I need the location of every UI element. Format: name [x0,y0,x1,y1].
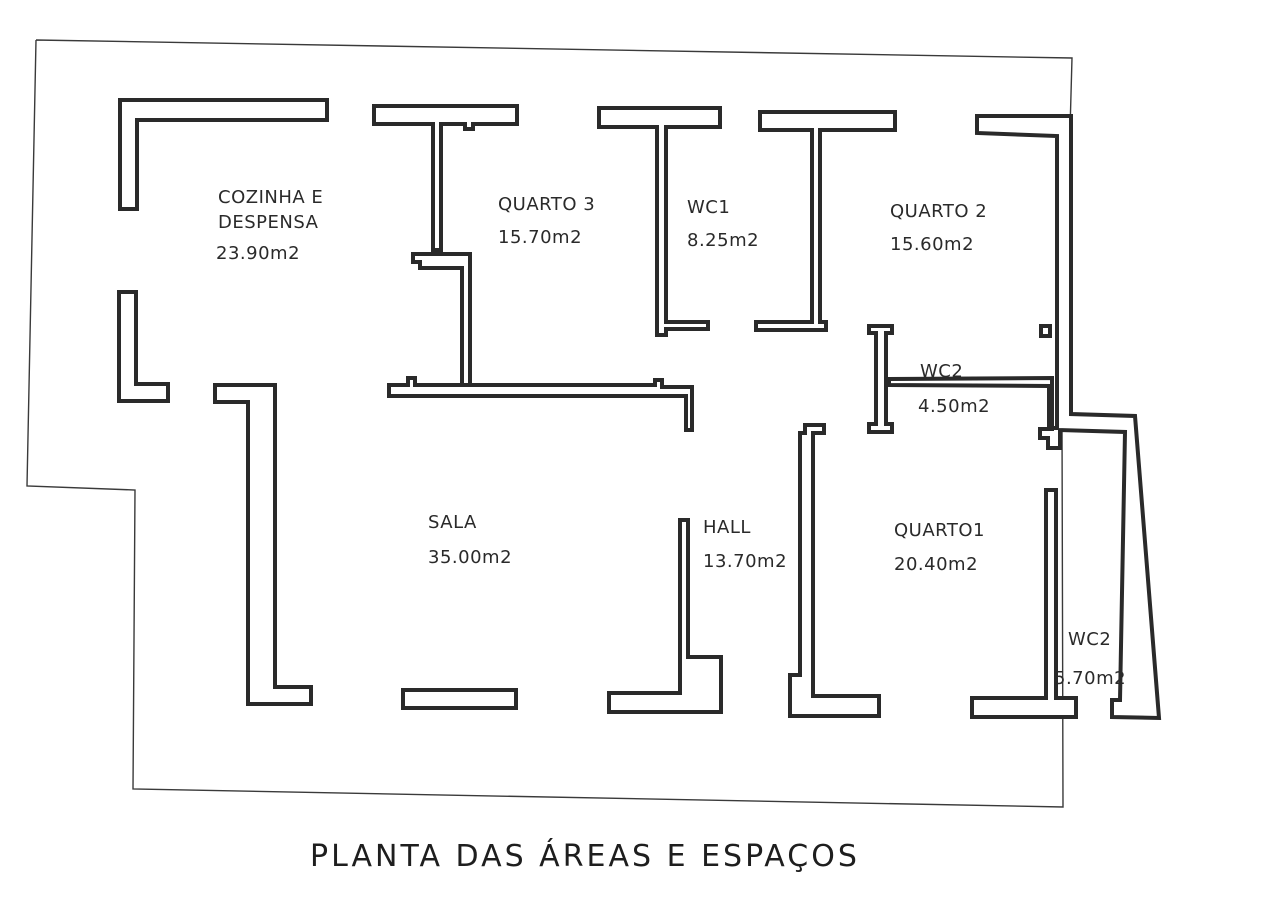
label-quarto1-name: QUARTO1 [894,520,985,541]
label-wc2-lower-area: 5.70m2 [1054,668,1126,689]
wall-hall-bottom [607,518,723,714]
wall-sala-bottom [401,688,518,710]
wall-quarto3-top [372,104,519,252]
label-quarto2-area: 15.60m2 [890,234,974,255]
wall-sala-left [213,383,313,706]
wall-quarto1-bottom [970,488,1078,719]
label-wc2-lower-name: WC2 [1068,629,1111,650]
label-sala-name: SALA [428,512,477,533]
label-quarto2-name: QUARTO 2 [890,201,987,222]
drawing-title: PLANTA DAS ÁREAS E ESPAÇOS [310,838,860,874]
wall-quarto2-right [887,114,1162,721]
label-quarto3-area: 15.70m2 [498,227,582,248]
label-cozinha-area: 23.90m2 [216,243,300,264]
wall-sala-top [387,376,694,432]
label-sala-area: 35.00m2 [428,547,512,568]
room-labels: COZINHA E DESPENSA 23.90m2 QUARTO 3 15.7… [216,187,1126,689]
wall-wc1-top [597,106,722,337]
wall-quarto1-left [788,423,881,718]
label-cozinha-line1: COZINHA E [218,187,323,208]
label-wc2-upper-area: 4.50m2 [918,396,990,417]
wall-wc1-right [754,110,897,332]
label-hall-area: 13.70m2 [703,551,787,572]
label-quarto3-name: QUARTO 3 [498,194,595,215]
label-cozinha-line2: DESPENSA [218,212,319,233]
wall-quarto3-divider [411,252,472,387]
walls [117,98,1162,721]
label-wc2-upper-name: WC2 [920,361,963,382]
label-wc1-area: 8.25m2 [687,230,759,251]
label-hall-name: HALL [703,517,751,538]
label-wc1-name: WC1 [687,197,730,218]
wall-quarto2-notch [1039,324,1052,338]
wall-cozinha-top [118,98,329,211]
label-quarto1-area: 20.40m2 [894,554,978,575]
site-boundary [26,39,1073,808]
wall-wc2-upper-left [867,324,894,434]
wall-cozinha-left-lower [117,290,170,403]
